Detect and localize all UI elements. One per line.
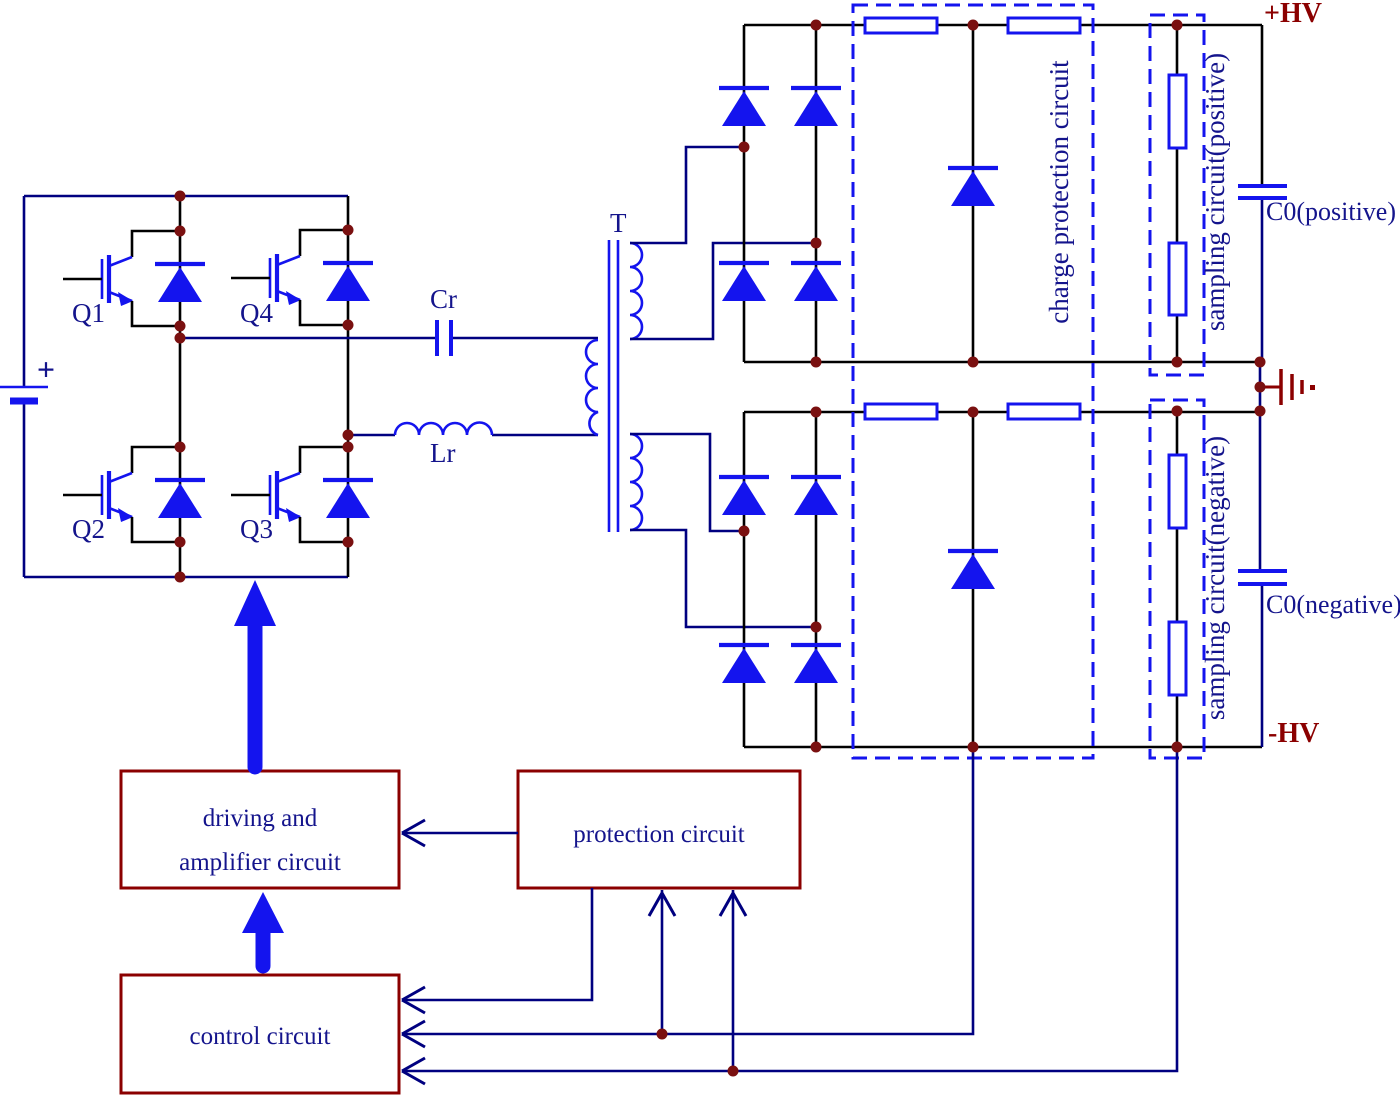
sampling-resistor-icon [1167, 241, 1188, 317]
sampling-resistor-icon [1167, 453, 1188, 530]
driving-amplifier-box [119, 769, 401, 890]
negative-hv-label: -HV [1268, 718, 1319, 749]
rectifier-diode-icon [719, 645, 769, 683]
rectifier-diode-icon [791, 645, 841, 683]
junction-dots [174, 19, 1266, 1077]
sampling-positive-box [1148, 13, 1206, 377]
charge-protection-label: charge protection circuit [1044, 60, 1074, 324]
rectifier-diode-icon [791, 88, 841, 126]
transformer: T [584, 145, 816, 629]
control-circuit-box [119, 973, 401, 1095]
c0-positive-capacitor-icon [1238, 184, 1287, 200]
charge-resistor-icon [1006, 402, 1082, 421]
rectifier-diode-icon [791, 477, 841, 515]
control-section: driving and amplifier circuit protection… [119, 580, 1179, 1095]
resonant-tank: Cr Lr [180, 284, 598, 468]
q2-label: Q2 [72, 514, 105, 544]
full-bridge-inverter: + Q1 Q4 Q2 Q3 [0, 194, 373, 579]
protection-circuit-box [516, 769, 802, 890]
q2-antiparallel-diode-icon [155, 480, 205, 518]
rectifier-diode-icon [719, 263, 769, 301]
rectifier-diode-icon [719, 477, 769, 515]
secondary-winding-top-icon [629, 241, 644, 341]
charge-resistor-icon [1006, 16, 1082, 35]
transformer-label: T [610, 208, 627, 238]
cr-label: Cr [430, 284, 457, 314]
c0-negative-label: C0(negative) [1266, 590, 1400, 619]
charge-resistor-icon [863, 16, 939, 35]
capacitor-cr-icon [435, 320, 453, 356]
sampling-resistor-icon [1167, 620, 1188, 697]
charge-protection-diode-icon [948, 168, 998, 206]
charge-protection-diode-icon [948, 551, 998, 589]
primary-winding-icon [584, 338, 599, 437]
q3-label: Q3 [240, 514, 273, 544]
sampling-resistor-icon [1167, 73, 1188, 150]
ground-node [1258, 362, 1315, 411]
rectifier-diode-icon [791, 263, 841, 301]
dc-source-battery: + [0, 196, 55, 577]
sampling-negative-label: sampling circuit(negative) [1200, 436, 1230, 720]
driving-box-label-line1: driving and [203, 805, 318, 832]
q4-antiparallel-diode-icon [323, 263, 373, 301]
drive-arrow-to-bridge-icon [234, 580, 276, 775]
driving-box-label-line2: amplifier circuit [179, 849, 341, 876]
q1-antiparallel-diode-icon [155, 264, 205, 302]
q1-label: Q1 [72, 298, 105, 328]
inductor-lr-icon [393, 421, 494, 436]
sampling-positive-label: sampling circuit(positive) [1200, 53, 1230, 331]
positive-hv-label: +HV [1264, 0, 1322, 29]
drive-arrow-to-driving-icon [242, 892, 284, 974]
battery-plus-label: + [37, 351, 55, 387]
secondary-winding-bottom-icon [629, 432, 644, 532]
q4-label: Q4 [240, 298, 273, 328]
rectifier-diode-icon [719, 88, 769, 126]
control-box-label: control circuit [190, 1023, 331, 1050]
ground-icon [1262, 369, 1315, 405]
c0-negative-capacitor-icon [1238, 569, 1287, 586]
q3-antiparallel-diode-icon [323, 480, 373, 518]
rectifier-positive [719, 16, 1287, 364]
lr-label: Lr [430, 438, 455, 468]
protection-box-label: protection circuit [573, 821, 745, 848]
c0-positive-label: C0(positive) [1266, 197, 1396, 226]
charge-resistor-icon [863, 402, 939, 421]
